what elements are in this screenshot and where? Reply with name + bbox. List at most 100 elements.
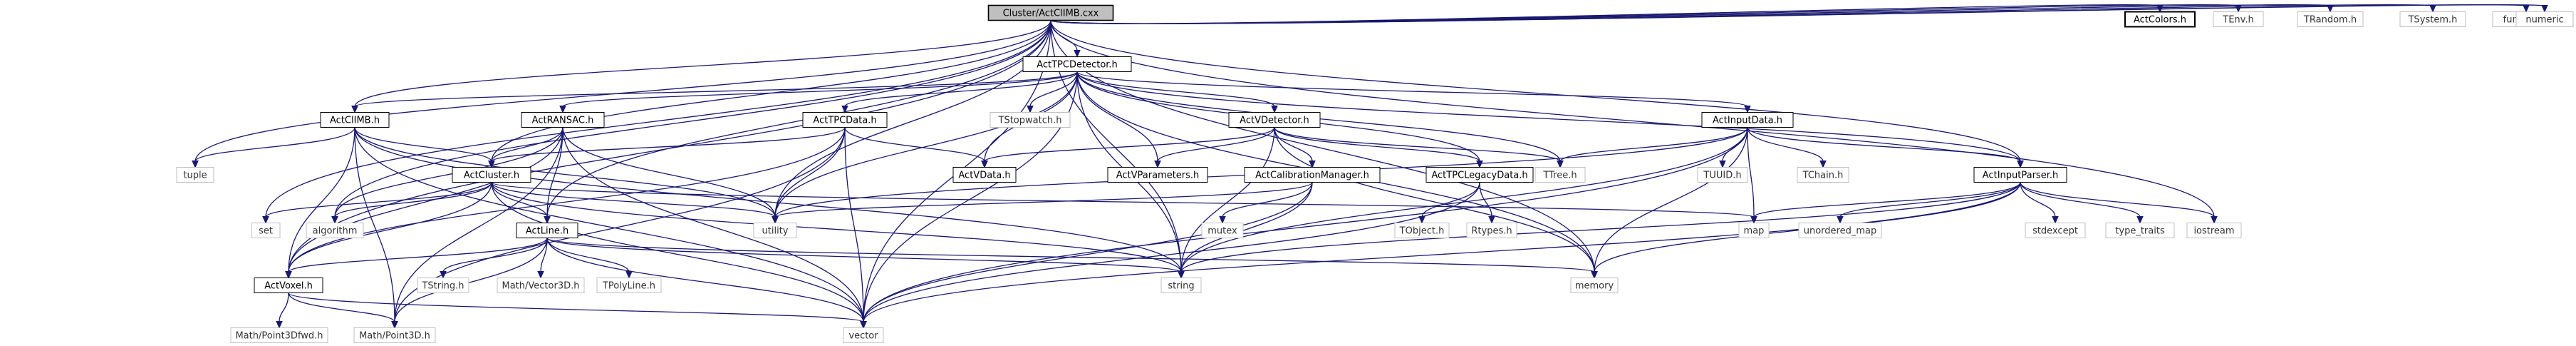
node-tpolyline: TPolyLine.h [596, 278, 662, 293]
node-algorithm: algorithm [306, 223, 364, 238]
node-trandom: TRandom.h [2297, 11, 2364, 27]
node-box-climb [320, 112, 390, 128]
edge-vdet-to-ttree [1274, 127, 1561, 163]
edge-arrowhead-line-to-memory [1591, 271, 1598, 279]
edge-tpcdet-to-tpcdata [844, 71, 1078, 108]
node-tuuid: TUUID.h [1697, 167, 1748, 183]
node-calib[interactable]: ActCalibrationManager.h [1244, 167, 1381, 183]
node-box-trandom [2297, 11, 2364, 27]
node-label-climb: ActClIMB.h [330, 116, 380, 126]
edge-tpcdet-to-climb [354, 71, 1078, 108]
edge-arrowhead-cluster-to-line [544, 216, 551, 224]
edge-vdet-to-vparams [1157, 127, 1275, 162]
node-label-cluster: ActCluster.h [464, 171, 519, 181]
node-box-tuuid [1697, 167, 1748, 183]
node-label-tpcdet: ActTPCDetector.h [1037, 60, 1118, 71]
edge-tpcdet-to-inputparser [1076, 71, 2021, 162]
edges-layer [192, 4, 2548, 329]
edge-cluster-to-voxel [288, 182, 492, 273]
node-label-tuuid: TUUID.h [1703, 171, 1741, 181]
edge-arrowhead-legacy-to-rtypes [1488, 216, 1495, 224]
edge-arrowhead-inputparser-to-type_traits [2136, 216, 2144, 224]
edge-inputparser-to-string [1180, 182, 2021, 273]
node-tsystem: TSystem.h [2399, 11, 2466, 27]
node-box-point3dfwd [230, 327, 328, 343]
node-vparams[interactable]: ActVParameters.h [1107, 167, 1208, 183]
node-box-calib [1244, 167, 1381, 183]
edge-main-to-iostream [1050, 20, 2215, 218]
edge-ransac-to-vector [562, 127, 864, 322]
edge-calib-to-utility [774, 181, 1313, 218]
node-box-iostream [2186, 223, 2242, 238]
edge-inputdata-to-string [1180, 127, 1748, 273]
node-box-inputdata [1701, 112, 1794, 128]
edge-arrowhead-vdet-to-legacy [1476, 161, 1483, 168]
edge-cluster-to-set [265, 182, 492, 218]
node-main[interactable]: Cluster/ActClIMB.cxx [987, 4, 1114, 21]
edge-climb-to-vector [354, 127, 864, 322]
node-box-tpolyline [596, 278, 662, 293]
edge-arrowhead-voxel-to-point3dfwd [276, 321, 283, 329]
node-box-set [251, 223, 281, 238]
node-cluster[interactable]: ActCluster.h [452, 167, 531, 183]
node-label-tstopwatch: TStopwatch.h [998, 116, 1062, 126]
node-voxel[interactable]: ActVoxel.h [254, 278, 323, 293]
node-box-tsystem [2399, 11, 2466, 27]
node-box-stdexcept [2025, 223, 2086, 238]
node-label-inputdata: ActInputData.h [1713, 116, 1782, 126]
edge-main-to-set [265, 20, 1051, 218]
edge-legacy-to-tobject [1421, 182, 1480, 218]
node-ransac[interactable]: ActRANSAC.h [521, 112, 605, 128]
node-box-inputparser [1973, 167, 2067, 183]
node-label-string: string [1168, 281, 1194, 292]
node-box-unordered_map [1798, 223, 1882, 238]
edge-main-to-algorithm [334, 20, 1051, 218]
edge-arrowhead-line-to-voxel [285, 271, 292, 279]
node-line[interactable]: ActLine.h [516, 223, 578, 238]
edge-main-to-numeric [1050, 4, 2545, 24]
edge-tpcdata-to-cluster [491, 127, 846, 163]
node-box-vdata [952, 167, 1017, 183]
edge-arrowhead-calib-to-utility [772, 216, 779, 224]
edge-arrowhead-line-to-tpolyline [625, 271, 633, 279]
edge-climb-to-point3d [354, 127, 395, 322]
edge-arrowhead-tpcdet-to-tpcdata [841, 106, 848, 113]
node-vdata[interactable]: ActVData.h [952, 167, 1017, 183]
node-tchain: TChain.h [1797, 167, 1849, 183]
node-tpcdet[interactable]: ActTPCDetector.h [1022, 56, 1132, 72]
node-box-ransac [521, 112, 605, 128]
edge-tpcdet-to-tstopwatch [1029, 71, 1078, 107]
node-tenv: TEnv.h [2213, 11, 2264, 27]
node-point3d: Math/Point3D.h [353, 327, 436, 343]
edge-arrowhead-climb-to-tuple [192, 161, 199, 168]
node-box-ttree [1534, 167, 1586, 183]
node-box-tpcdet [1022, 56, 1132, 72]
edge-ransac-to-utility [562, 127, 776, 218]
node-colors[interactable]: ActColors.h [2124, 11, 2196, 28]
edge-arrowhead-tpcdet-to-climb [351, 106, 358, 113]
edge-arrowhead-voxel-to-point3d [391, 321, 398, 329]
edge-tpcdet-to-utility [774, 71, 1078, 218]
edge-main-to-inputparser [1050, 20, 2021, 162]
node-climb[interactable]: ActClIMB.h [320, 112, 390, 128]
node-box-tstopwatch [990, 112, 1071, 128]
node-box-cluster [452, 167, 531, 183]
node-label-algorithm: algorithm [313, 226, 358, 237]
edge-tpcdet-to-vdet [1076, 71, 1275, 107]
edge-arrowhead-vdet-to-vparams [1154, 161, 1161, 168]
node-vdet[interactable]: ActVDetector.h [1228, 112, 1321, 128]
node-inputdata[interactable]: ActInputData.h [1701, 112, 1794, 128]
node-box-string [1160, 278, 1202, 293]
node-legacy[interactable]: ActTPCLegacyData.h [1425, 167, 1534, 183]
edge-vdet-to-memory [1274, 127, 1595, 273]
edge-line-to-vector [546, 238, 864, 322]
node-box-point3d [353, 327, 436, 343]
node-label-tobject: TObject.h [1399, 226, 1445, 237]
edge-calib-to-mutex [1222, 182, 1313, 218]
edge-arrowhead-main-to-tsystem [2429, 5, 2436, 13]
edge-arrowhead-inputparser-to-iostream [2211, 216, 2218, 224]
edge-line-to-string [546, 237, 1182, 273]
node-tpcdata[interactable]: ActTPCData.h [802, 112, 888, 128]
node-inputparser[interactable]: ActInputParser.h [1973, 167, 2067, 183]
node-label-numeric: numeric [2525, 15, 2563, 26]
